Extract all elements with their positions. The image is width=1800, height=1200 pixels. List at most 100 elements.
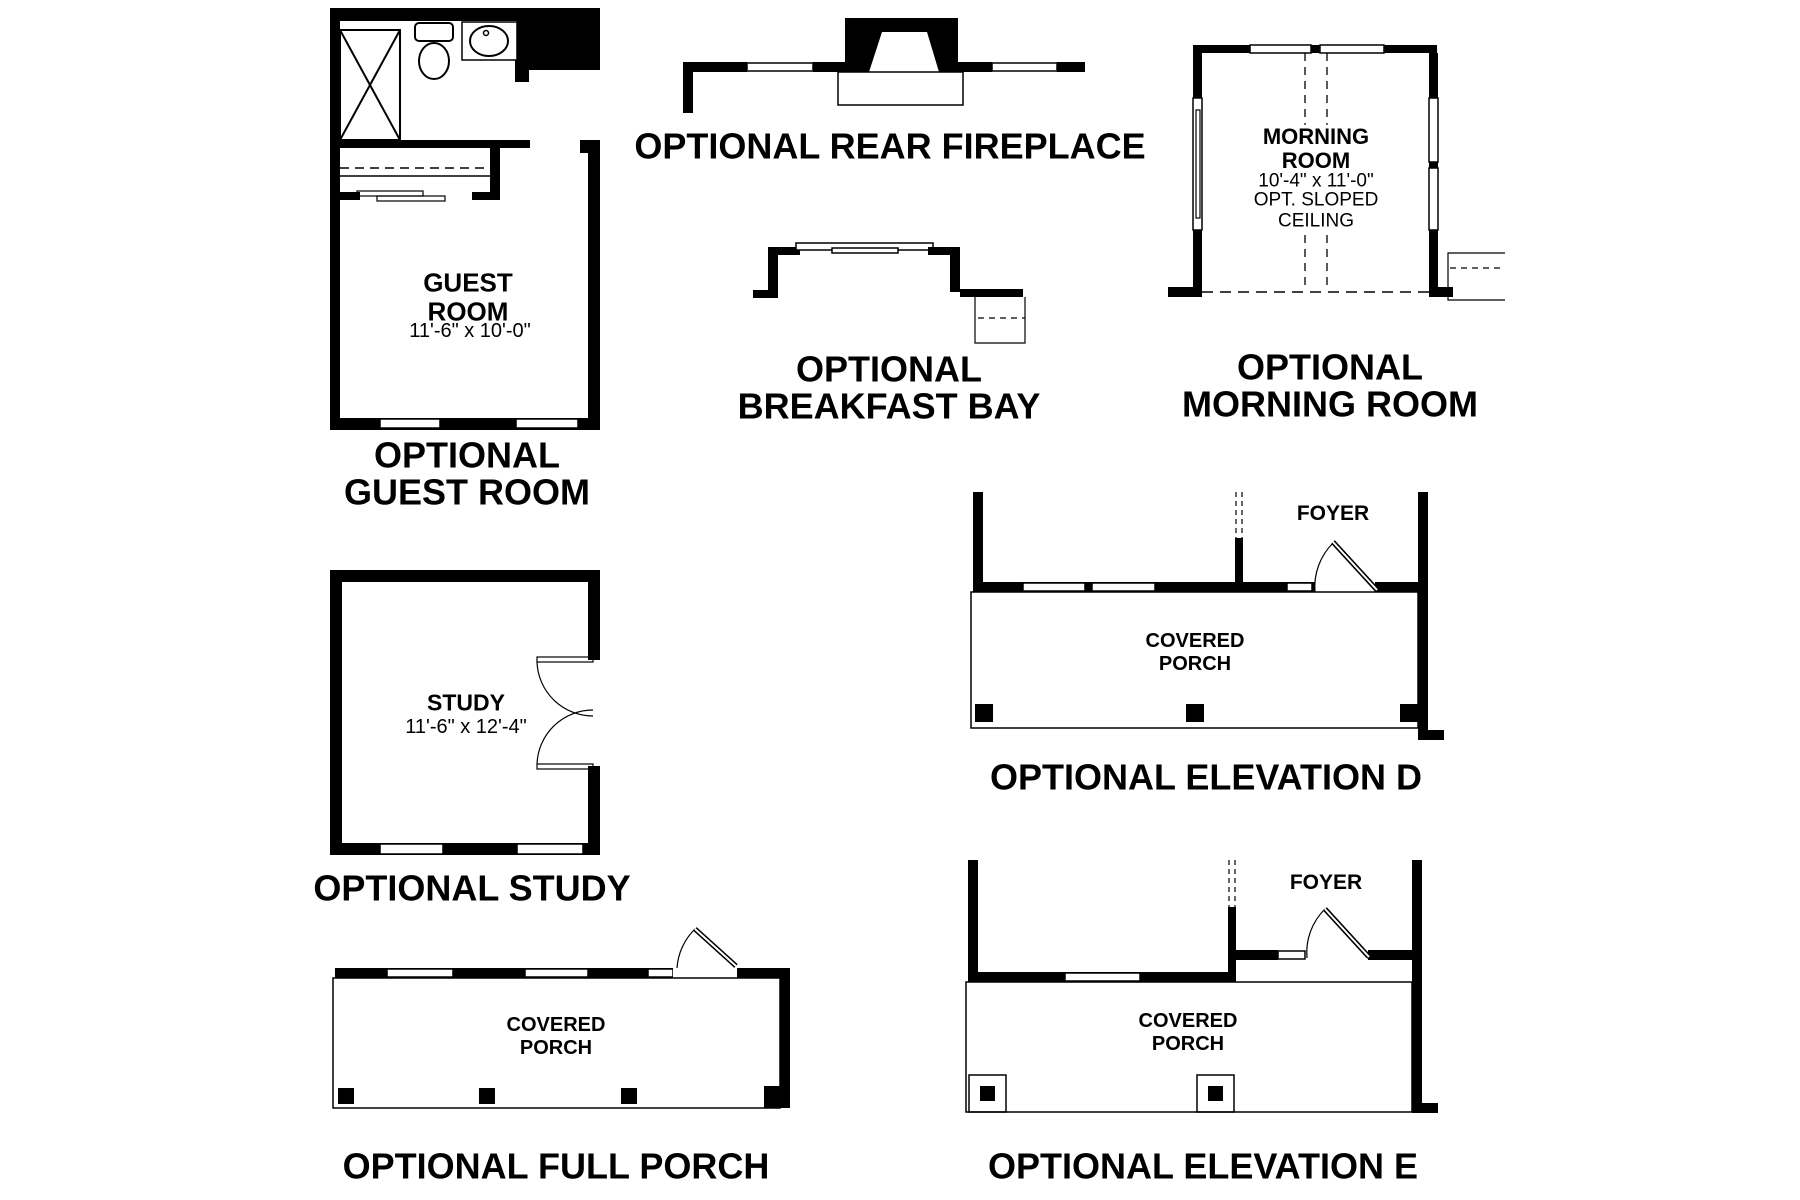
covered-porch-label-d: COVERED PORCH: [1145, 630, 1245, 675]
window: [1277, 950, 1306, 960]
wall: [330, 192, 360, 200]
wall: [1168, 287, 1202, 297]
wall: [683, 62, 693, 113]
window: [386, 968, 454, 978]
hearth: [837, 71, 964, 106]
foyer-label-d: FOYER: [1296, 501, 1370, 525]
window: [1286, 582, 1313, 592]
window: [647, 968, 674, 978]
study-label: STUDY: [427, 689, 505, 716]
full-porch-caption: OPTIONAL FULL PORCH: [342, 1145, 770, 1187]
elevation-e-caption: OPTIONAL ELEVATION E: [987, 1145, 1419, 1187]
wall: [1429, 162, 1438, 168]
wall: [768, 247, 800, 255]
wall: [1193, 45, 1202, 98]
wall: [958, 62, 992, 72]
window: [1064, 972, 1141, 982]
porch-post: [764, 1086, 786, 1108]
wall: [330, 570, 600, 582]
toilet-symbol: [414, 22, 454, 80]
morning-room-caption: OPTIONAL MORNING ROOM: [1182, 346, 1478, 425]
wall: [1384, 45, 1437, 53]
covered-porch-label-e: COVERED PORCH: [1138, 1010, 1238, 1055]
porch-post: [1400, 704, 1418, 722]
wall: [330, 570, 342, 855]
wall: [515, 60, 529, 82]
window: [1428, 97, 1439, 163]
window: [1022, 582, 1086, 592]
guest-room-plan: [330, 8, 600, 430]
window: [516, 843, 584, 855]
porch-post: [975, 704, 993, 722]
counter-cabinets: [974, 297, 1026, 344]
sink-symbol: [461, 21, 518, 61]
window: [524, 968, 589, 978]
fireplace-symbol: [837, 18, 964, 106]
wall: [1057, 62, 1085, 72]
window: [379, 418, 441, 429]
shower-symbol: [339, 29, 401, 141]
guest-room-dims: 11'-6" x 10'-0": [409, 320, 531, 342]
wall: [780, 968, 790, 1108]
morning-room-plan: [1168, 44, 1505, 301]
wall: [588, 766, 600, 855]
window: [379, 843, 444, 855]
breakfast-bay-plan: [753, 242, 1026, 344]
wall: [1228, 907, 1236, 982]
window: [1319, 44, 1385, 54]
porch-post: [1186, 704, 1204, 722]
wall: [683, 62, 747, 72]
guest-room-caption: OPTIONAL GUEST ROOM: [343, 434, 591, 513]
porch-post: [621, 1088, 637, 1104]
breakfast-bay-caption: OPTIONAL BREAKFAST BAY: [737, 348, 1041, 427]
wall: [973, 492, 983, 592]
window-pane: [1195, 109, 1201, 219]
wall: [968, 860, 978, 975]
window: [515, 418, 579, 429]
elevation-e-plan: [965, 860, 1438, 1113]
entry-door-swing: [1306, 907, 1371, 959]
porch-outline: [970, 591, 1419, 729]
full-porch-plan: [332, 927, 790, 1109]
wall: [490, 148, 500, 200]
window: [1428, 167, 1439, 231]
wall: [1418, 730, 1444, 740]
wall: [1418, 492, 1428, 738]
rear-fireplace-caption: OPTIONAL REAR FIREPLACE: [634, 125, 1146, 167]
wall: [1235, 538, 1243, 592]
wall: [1235, 950, 1278, 960]
wall: [1193, 45, 1250, 53]
closet-shelf-rod: [340, 167, 490, 177]
window: [1091, 582, 1156, 592]
study-caption: OPTIONAL STUDY: [313, 867, 631, 909]
wall-above-dashed: [1235, 492, 1243, 538]
morning-room-note: OPT. SLOPED CEILING: [1249, 189, 1383, 233]
elevation-d-plan: [970, 492, 1444, 740]
entry-door-swing: [676, 927, 738, 969]
window: [1192, 97, 1203, 231]
window: [746, 62, 814, 72]
wall: [768, 247, 778, 298]
foyer-label-e: FOYER: [1289, 870, 1363, 894]
wall-above-dashed: [1228, 860, 1236, 907]
guest-room-label: GUEST ROOM: [423, 267, 513, 326]
wall: [1412, 1103, 1438, 1113]
porch-outline: [332, 977, 781, 1109]
wall: [560, 10, 600, 68]
porch-outline: [965, 981, 1413, 1113]
wall: [960, 289, 1023, 297]
morning-room-dims: 10'-4" x 11'-0": [1254, 170, 1378, 192]
rear-fireplace-plan: [560, 10, 1085, 113]
wall: [588, 570, 600, 660]
wall: [813, 62, 845, 72]
wall: [1311, 45, 1320, 53]
wall: [330, 8, 340, 428]
wall: [1429, 287, 1453, 297]
wall: [1193, 230, 1202, 290]
wall: [950, 247, 960, 292]
sliding-window: [831, 247, 899, 254]
window: [1249, 44, 1312, 54]
elevation-d-caption: OPTIONAL ELEVATION D: [989, 756, 1423, 798]
